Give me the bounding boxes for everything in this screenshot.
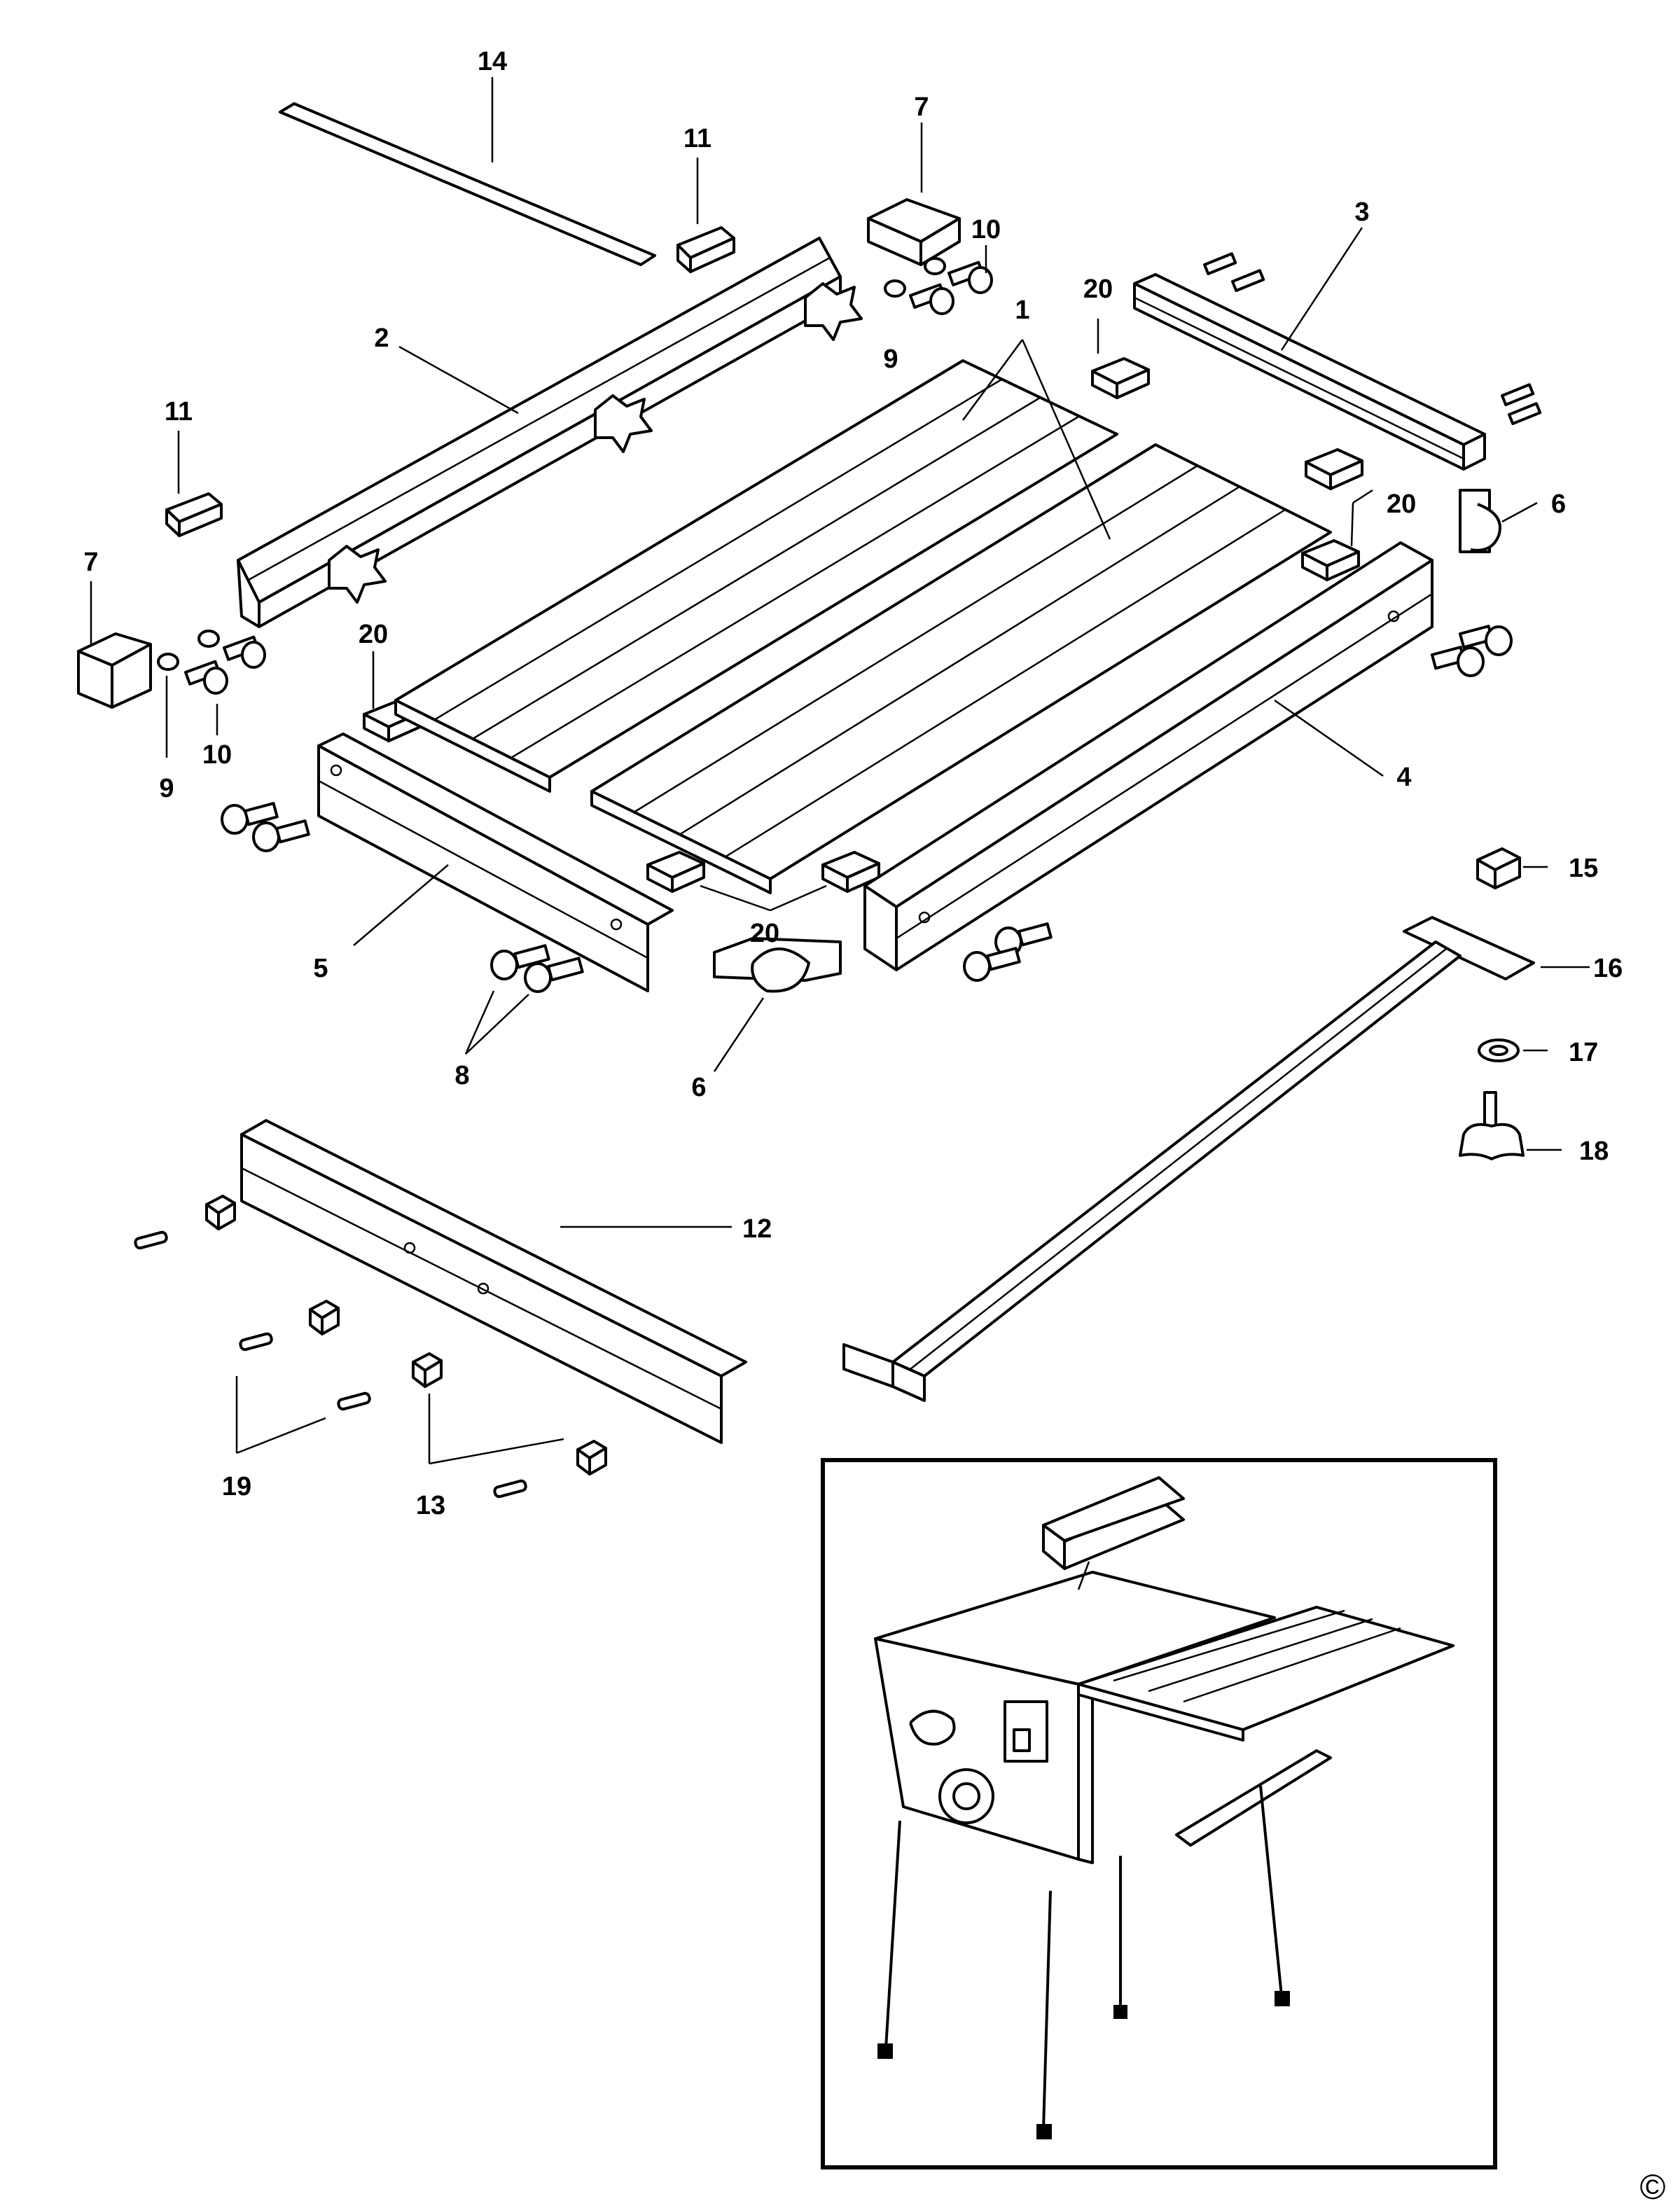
part-13-nuts [205,1195,607,1476]
part-18-wing-bolt [1459,1091,1525,1160]
callout-1: 1 [1015,296,1029,325]
part-4-bolts [1431,625,1513,677]
part-2-rail [237,237,863,628]
callout-6: 6 [1551,489,1566,519]
inset-assembled-saw [821,1458,1497,2169]
callout-14: 14 [478,47,507,76]
callout-labels: 14 11 7 10 3 20 1 9 2 11 20 6 7 20 10 9 … [83,47,1623,1520]
callout-8: 8 [454,1061,469,1090]
part-1-table-panels [394,359,1332,894]
screw-icon [1202,252,1542,425]
part-7-bracket-left [77,632,152,709]
callout-10: 10 [202,740,232,770]
callout-7: 7 [914,92,929,122]
callout-20: 20 [359,620,388,649]
part-5-rail [317,732,674,992]
part-11-block-top [676,226,735,273]
part-14-strip [279,102,656,266]
callout-11: 11 [165,397,193,426]
part-6-clamp-right [1459,489,1501,553]
part-19-set-screws [134,1230,527,1499]
callout-11: 11 [683,124,711,153]
extension-table [1077,1606,1455,1847]
part-15-cap [1476,847,1521,889]
part-9-washers [157,257,946,671]
callout-3: 3 [1354,197,1369,227]
part-10-bolts [183,261,993,695]
wing-knob-icon [328,545,387,604]
callout-20: 20 [750,919,779,948]
callout-2: 2 [374,324,389,353]
callout-6: 6 [691,1073,706,1102]
part-5-bolts [221,802,310,852]
part-20-blocks [363,357,1363,893]
leader-lines [90,77,1590,1465]
saw-body [874,1571,1276,1864]
blade-guard [1042,1476,1185,1590]
callout-18: 18 [1579,1137,1609,1166]
callout-20: 20 [1387,489,1416,519]
part-7-bracket-top [867,198,961,266]
callout-15: 15 [1569,854,1598,883]
callout-4: 4 [1396,763,1411,792]
part-16-support-arm [842,916,1535,1402]
part-8-bolts [490,944,584,993]
callout-16: 16 [1593,954,1623,983]
callout-5: 5 [313,954,328,983]
stand-legs [877,1785,1290,2139]
callout-13: 13 [416,1491,445,1520]
part-17-washer [1478,1039,1520,1062]
part-4-front-bolts [963,922,1053,982]
part-3-rail [1133,252,1542,471]
wing-knob-icon [804,282,863,341]
callout-17: 17 [1569,1038,1598,1067]
callout-9: 9 [883,345,898,374]
callout-7: 7 [83,548,98,577]
copyright-mark: © [1640,2167,1666,2207]
part-6-clamp-bottom [713,937,842,993]
part-12-rail [240,1119,747,1444]
callout-19: 19 [222,1472,251,1501]
part-11-block-left [165,492,223,537]
callout-9: 9 [159,774,174,803]
callout-12: 12 [742,1214,772,1244]
callout-10: 10 [971,215,1001,244]
part-4-rail [863,541,1433,971]
wing-knob-icon [594,394,653,453]
callout-20: 20 [1083,275,1113,304]
